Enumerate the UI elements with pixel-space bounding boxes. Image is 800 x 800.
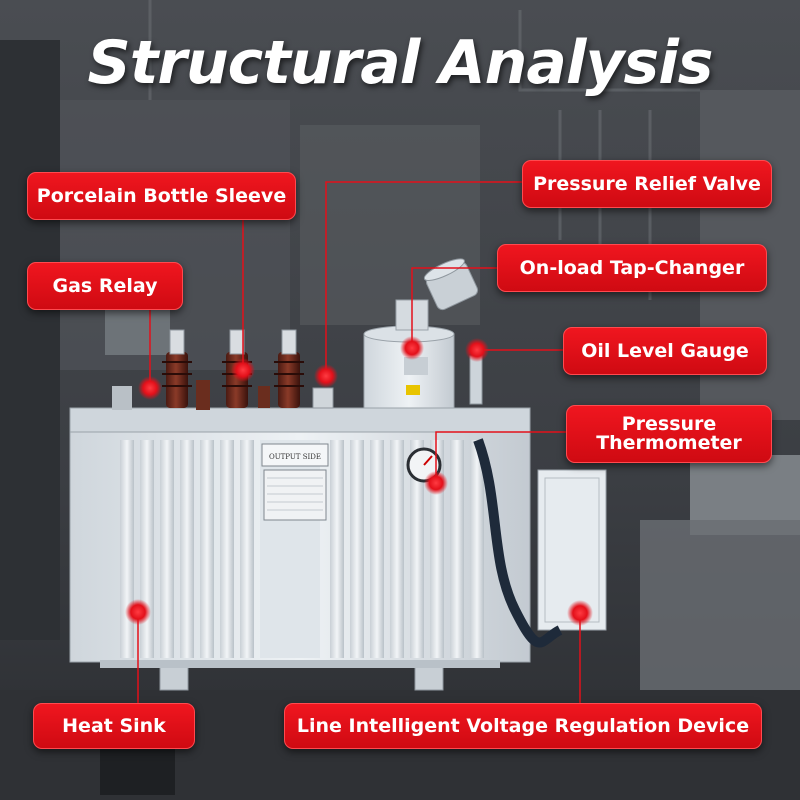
label-voltage-device: Line Intelligent Voltage Regulation Devi… xyxy=(284,703,762,749)
label-gas-relay: Gas Relay xyxy=(27,262,183,310)
label-oil-level-gauge: Oil Level Gauge xyxy=(563,327,767,375)
label-porcelain-bottle-sleeve: Porcelain Bottle Sleeve xyxy=(27,172,296,220)
marker-heat-sink xyxy=(125,599,151,625)
heat-sink-fins xyxy=(120,440,484,658)
transformer: OUTPUT SIDE xyxy=(69,258,607,691)
marker-gas-relay xyxy=(138,376,162,400)
marker-porcelain-bottle-sleeve xyxy=(231,358,255,382)
nameplate: OUTPUT SIDE xyxy=(261,443,329,521)
label-pressure-thermometer: Pressure Thermometer xyxy=(566,405,772,463)
marker-pressure-thermometer xyxy=(424,471,448,495)
page-title: Structural Analysis xyxy=(87,28,713,98)
bushings xyxy=(112,329,304,410)
marker-on-load-tap-changer xyxy=(400,336,424,360)
leader-pressure-relief-valve xyxy=(325,181,522,376)
marker-voltage-device xyxy=(567,600,593,626)
marker-oil-level-gauge xyxy=(465,338,489,362)
marker-pressure-relief-valve xyxy=(314,364,338,388)
leader-pressure-thermometer xyxy=(435,431,566,483)
nameplate-heading: OUTPUT SIDE xyxy=(269,453,321,461)
callout-markers xyxy=(125,336,593,626)
label-heat-sink: Heat Sink xyxy=(33,703,195,749)
leader-on-load-tap-changer xyxy=(411,267,497,348)
label-pressure-relief-valve: Pressure Relief Valve xyxy=(522,160,772,208)
label-on-load-tap-changer: On-load Tap-Changer xyxy=(497,244,767,292)
leader-lines xyxy=(137,181,581,703)
